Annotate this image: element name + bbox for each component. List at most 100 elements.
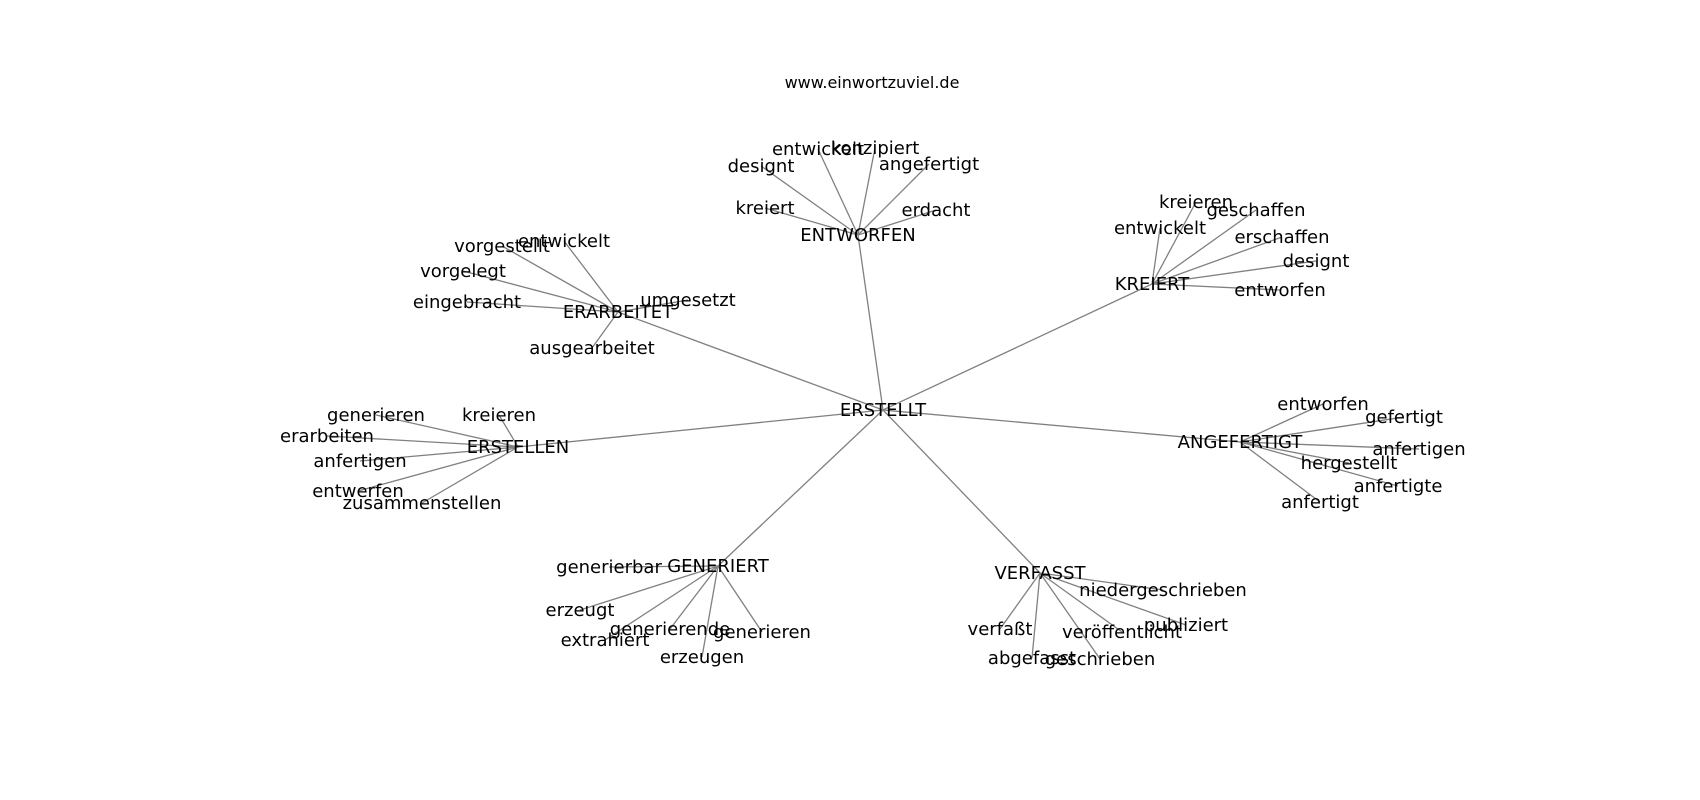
edge-erstellen-erarbeiten xyxy=(326,435,519,448)
edge-erarbeitet-entwickelt xyxy=(563,240,619,313)
edge-generiert-generierbar xyxy=(608,565,719,568)
edge-entworfen-kreiert xyxy=(764,207,859,236)
leaf-node-angefertigt-anfertigen: anfertigen xyxy=(1372,439,1465,460)
edge-erstellen-zusammenstellen xyxy=(421,446,519,504)
edge-verfasst-verfasst xyxy=(999,572,1041,630)
hub-node-erarbeitet: ERARBEITET xyxy=(563,302,674,323)
leaf-node-erarbeitet-vorgestellt: vorgestellt xyxy=(454,236,550,257)
edge-verfasst-geschrieben xyxy=(1039,572,1101,660)
leaf-node-erstellen-kreieren: kreieren xyxy=(462,405,536,426)
edge-entworfen-konzipiert xyxy=(857,147,876,236)
edge-erstellen-kreieren xyxy=(498,414,519,448)
leaf-node-generiert-generierende: generierende xyxy=(610,619,730,640)
leaf-node-entworfen-konzipiert: konzipiert xyxy=(831,138,920,159)
edge-erstellen-generieren xyxy=(375,414,519,448)
edge-angefertigt-entworfen xyxy=(1239,403,1324,443)
leaf-node-kreiert-erschaffen: erschaffen xyxy=(1234,227,1329,248)
leaf-node-verfasst-verfasst: verfaßt xyxy=(968,619,1033,640)
leaf-node-verfasst-geschrieben: geschrieben xyxy=(1045,649,1156,670)
edge-erarbeitet-vorgestellt xyxy=(501,245,619,313)
edge-root-angefertigt xyxy=(882,409,1241,443)
hub-node-angefertigt: ANGEFERTIGT xyxy=(1178,432,1304,453)
edge-root-entworfen xyxy=(857,234,884,411)
edge-angefertigt-anfertigte xyxy=(1239,441,1399,487)
edge-verfasst-publiziert xyxy=(1039,572,1187,626)
edge-generiert-extrahiert xyxy=(604,565,719,641)
edge-kreiert-geschaffen xyxy=(1151,209,1257,285)
leaf-node-verfasst-abgefasst: abgefasst xyxy=(988,648,1076,669)
root-node-label: ERSTELLT xyxy=(840,400,927,421)
edge-entworfen-angefertigt xyxy=(857,163,930,236)
leaf-node-erstellen-anfertigen: anfertigen xyxy=(313,451,406,472)
edge-root-erarbeitet xyxy=(617,311,884,411)
edge-kreiert-entwickelt xyxy=(1151,227,1161,285)
edge-generiert-generierende xyxy=(669,565,719,630)
leaf-node-angefertigt-hergestellt: hergestellt xyxy=(1301,453,1398,474)
leaf-node-generiert-extrahiert: extrahiert xyxy=(561,630,650,651)
leaf-node-verfasst-niedergeschrieben: niedergeschrieben xyxy=(1079,580,1247,601)
leaf-node-erstellen-zusammenstellen: zusammenstellen xyxy=(343,493,502,514)
leaf-node-angefertigt-anfertigte: anfertigte xyxy=(1354,476,1443,497)
hub-node-generiert: GENERIERT xyxy=(667,556,770,577)
label-layer: ERSTELLTENTWORFENentwickeltkonzipiertdes… xyxy=(280,138,1466,670)
leaf-node-kreiert-entwickelt: entwickelt xyxy=(1114,218,1206,239)
leaf-node-angefertigt-entworfen: entworfen xyxy=(1277,394,1369,415)
edge-entworfen-erdacht xyxy=(857,209,937,236)
leaf-node-generiert-erzeugen: erzeugen xyxy=(660,647,744,668)
edge-root-erstellen xyxy=(517,409,884,448)
edge-verfasst-veroeffentlicht xyxy=(1039,572,1123,633)
edge-kreiert-kreieren xyxy=(1151,201,1197,285)
leaf-node-entworfen-erdacht: erdacht xyxy=(902,200,971,221)
edge-erstellen-entwerfen xyxy=(357,446,519,492)
edge-root-generiert xyxy=(717,409,884,567)
leaf-node-entworfen-kreiert: kreiert xyxy=(735,198,794,219)
leaf-node-erstellen-entwerfen: entwerfen xyxy=(312,481,404,502)
edge-root-verfasst xyxy=(882,409,1041,574)
leaf-node-kreiert-entworfen: entworfen xyxy=(1234,280,1326,301)
edge-erarbeitet-umgesetzt xyxy=(617,299,689,313)
edge-verfasst-abgefasst xyxy=(1031,572,1041,659)
leaf-node-generiert-generieren: generieren xyxy=(713,622,811,643)
edge-erarbeitet-vorgelegt xyxy=(462,270,619,313)
edge-erarbeitet-ausgearbeitet xyxy=(591,311,619,349)
edge-angefertigt-gefertigt xyxy=(1239,416,1405,443)
edge-layer xyxy=(326,147,1420,660)
edge-kreiert-erschaffen xyxy=(1151,236,1283,285)
leaf-node-erstellen-generieren: generieren xyxy=(327,405,425,426)
leaf-node-entworfen-entwickelt: entwickelt xyxy=(772,139,864,160)
hub-node-kreiert: KREIERT xyxy=(1115,274,1191,295)
hub-node-erstellen: ERSTELLEN xyxy=(467,437,570,458)
leaf-node-erstellen-erarbeiten: erarbeiten xyxy=(280,426,374,447)
edge-angefertigt-anfertigt xyxy=(1239,441,1321,503)
edge-generiert-erzeugen xyxy=(701,565,719,658)
edge-generiert-generieren xyxy=(717,565,763,633)
leaf-node-kreiert-geschaffen: geschaffen xyxy=(1206,200,1305,221)
leaf-node-verfasst-publiziert: publiziert xyxy=(1144,615,1228,636)
leaf-node-erarbeitet-eingebracht: eingebracht xyxy=(413,292,521,313)
edge-verfasst-niedergeschrieben xyxy=(1039,572,1164,591)
edge-angefertigt-hergestellt xyxy=(1239,441,1350,464)
edge-erarbeitet-eingebracht xyxy=(466,301,619,313)
edge-entworfen-designt xyxy=(760,165,859,236)
leaf-node-verfasst-veroeffentlicht: veröffentlicht xyxy=(1062,622,1182,643)
edge-erstellen-anfertigen xyxy=(359,446,519,462)
edge-kreiert-designt xyxy=(1151,260,1317,285)
leaf-node-angefertigt-gefertigt: gefertigt xyxy=(1365,407,1443,428)
edge-entworfen-entwickelt xyxy=(817,148,859,236)
leaf-node-angefertigt-anfertigt: anfertigt xyxy=(1281,492,1359,513)
leaf-node-entworfen-angefertigt: angefertigt xyxy=(879,154,979,175)
leaf-node-kreiert-kreieren: kreieren xyxy=(1159,192,1233,213)
leaf-node-generiert-generierbar: generierbar xyxy=(556,557,662,578)
hub-node-verfasst: VERFASST xyxy=(994,563,1086,584)
leaf-node-erarbeitet-entwickelt: entwickelt xyxy=(518,231,610,252)
edge-root-kreiert xyxy=(882,283,1153,411)
edge-kreiert-entworfen xyxy=(1151,283,1281,291)
leaf-node-generiert-erzeugt: erzeugt xyxy=(546,600,615,621)
edge-angefertigt-anfertigen xyxy=(1239,441,1420,450)
hub-node-entworfen: ENTWORFEN xyxy=(800,225,916,246)
leaf-node-erarbeitet-ausgearbeitet: ausgearbeitet xyxy=(529,338,654,359)
site-label: www.einwortzuviel.de xyxy=(785,73,960,92)
leaf-node-erarbeitet-umgesetzt: umgesetzt xyxy=(640,290,735,311)
leaf-node-entworfen-designt: designt xyxy=(728,156,795,177)
